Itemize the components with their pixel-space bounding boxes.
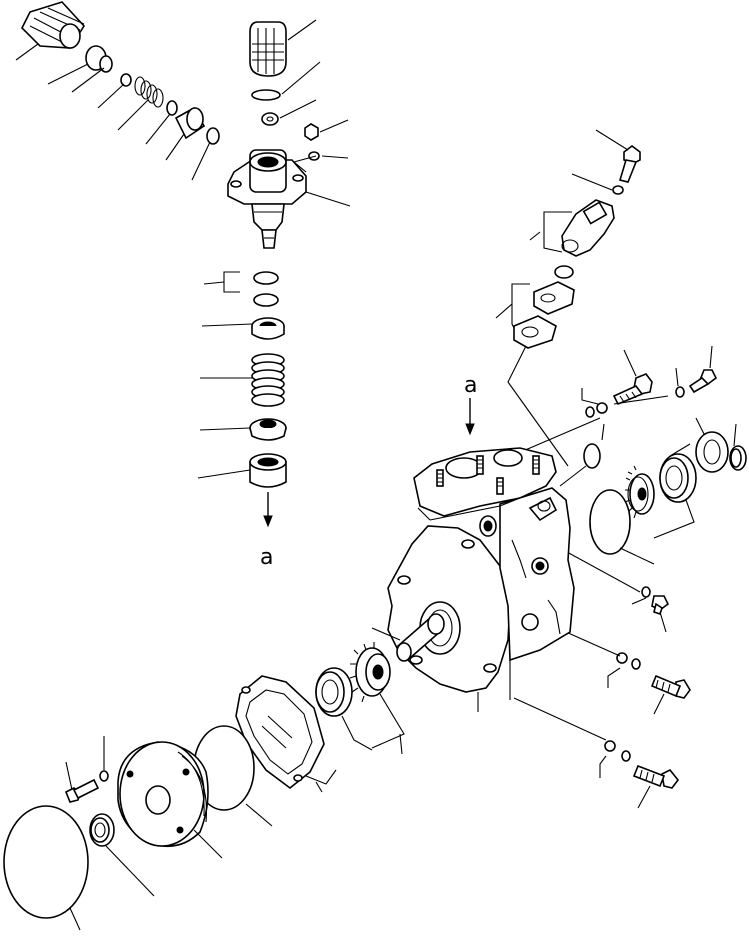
drive-gear [349, 642, 391, 703]
valve-housing [227, 149, 307, 249]
cap-o-ring [251, 89, 281, 101]
front-bolt-washer [99, 770, 109, 782]
lower-bolt-1-leaders [565, 631, 665, 715]
small-ring [120, 73, 132, 87]
lower-bolt-2-leaders [513, 697, 651, 809]
sensor-leaders [495, 129, 629, 467]
arrow-label-right: a [464, 373, 477, 398]
rear-gasket [589, 489, 631, 555]
front-cover-bolt [64, 778, 100, 803]
lower-right-bolt-1 [650, 674, 691, 699]
upper-bolt-washer-1 [596, 402, 608, 414]
valve-stack-leaders [15, 43, 211, 181]
lower-spring-seat [249, 418, 287, 441]
upper-bolt-washer-2 [585, 406, 595, 418]
pump-body [371, 447, 575, 712]
lower-o-rings [223, 271, 279, 307]
right-bolt-leaders [515, 345, 713, 455]
mid-right-washer [641, 586, 651, 598]
front-oil-seal [89, 813, 115, 847]
sensor-washer [612, 185, 624, 195]
front-large-o-ring [3, 805, 89, 919]
top-port-right [493, 449, 523, 467]
relief-valve-stack [15, 1, 220, 181]
spring-seat-ring [166, 100, 178, 116]
plunger-spring [251, 353, 285, 407]
rear-bearing-stack [559, 417, 747, 565]
upper-right-bolt [612, 373, 653, 406]
nut-bracket [292, 155, 317, 173]
valve-piston [174, 106, 206, 140]
front-cover-plate [235, 675, 325, 790]
sensor-gasket-2 [513, 315, 557, 349]
overflow-stack-leaders [197, 19, 351, 479]
end-cap-small [729, 445, 747, 471]
lower-bolt-1-washer-b [631, 658, 641, 670]
rear-bearing [659, 453, 697, 503]
rear-stack-leaders [559, 417, 737, 565]
arrow-to-a-right: a [464, 373, 477, 436]
mid-right-bolt [651, 595, 670, 616]
overflow-valve-stack: a [197, 19, 351, 570]
body-studs [436, 455, 540, 495]
valve-cap [249, 21, 287, 77]
sensor-gasket-1 [533, 281, 575, 315]
right-bolts [513, 345, 718, 809]
lower-bolt-1-washer-a [616, 652, 628, 664]
lower-bolt-2-washer-a [604, 740, 616, 752]
lower-right-bolt-2 [632, 764, 680, 789]
rear-small-seal [583, 443, 601, 469]
sensor-body [561, 199, 615, 257]
thrust-washer [695, 431, 729, 473]
arrow-label-bottom: a [260, 545, 273, 570]
valve-spring [134, 76, 164, 108]
sensor-bolt [618, 145, 641, 183]
sensor-assembly [495, 129, 641, 467]
arrow-to-a-bottom: a [260, 492, 273, 570]
mid-right-leaders [555, 545, 667, 633]
rear-gear [624, 465, 655, 519]
tappet [249, 453, 287, 488]
plug-washer [99, 55, 113, 73]
front-bearing [315, 667, 353, 717]
small-top-washer [675, 386, 685, 398]
spring-seat [251, 317, 285, 340]
valve-plug [21, 1, 86, 49]
body-boss-3 [521, 613, 539, 631]
pump-body-leaders [371, 627, 511, 712]
cap-washer [261, 112, 279, 126]
sensor-o-ring [554, 265, 574, 279]
housing-nut [304, 123, 319, 141]
piston-ring [206, 127, 220, 145]
front-cover-hub [117, 741, 209, 848]
front-stack-leaders [65, 693, 405, 931]
drive-shaft [396, 613, 445, 662]
small-top-bolt [688, 369, 718, 394]
lower-bolt-2-washer-b [621, 750, 631, 762]
front-drive-stack [3, 642, 405, 931]
